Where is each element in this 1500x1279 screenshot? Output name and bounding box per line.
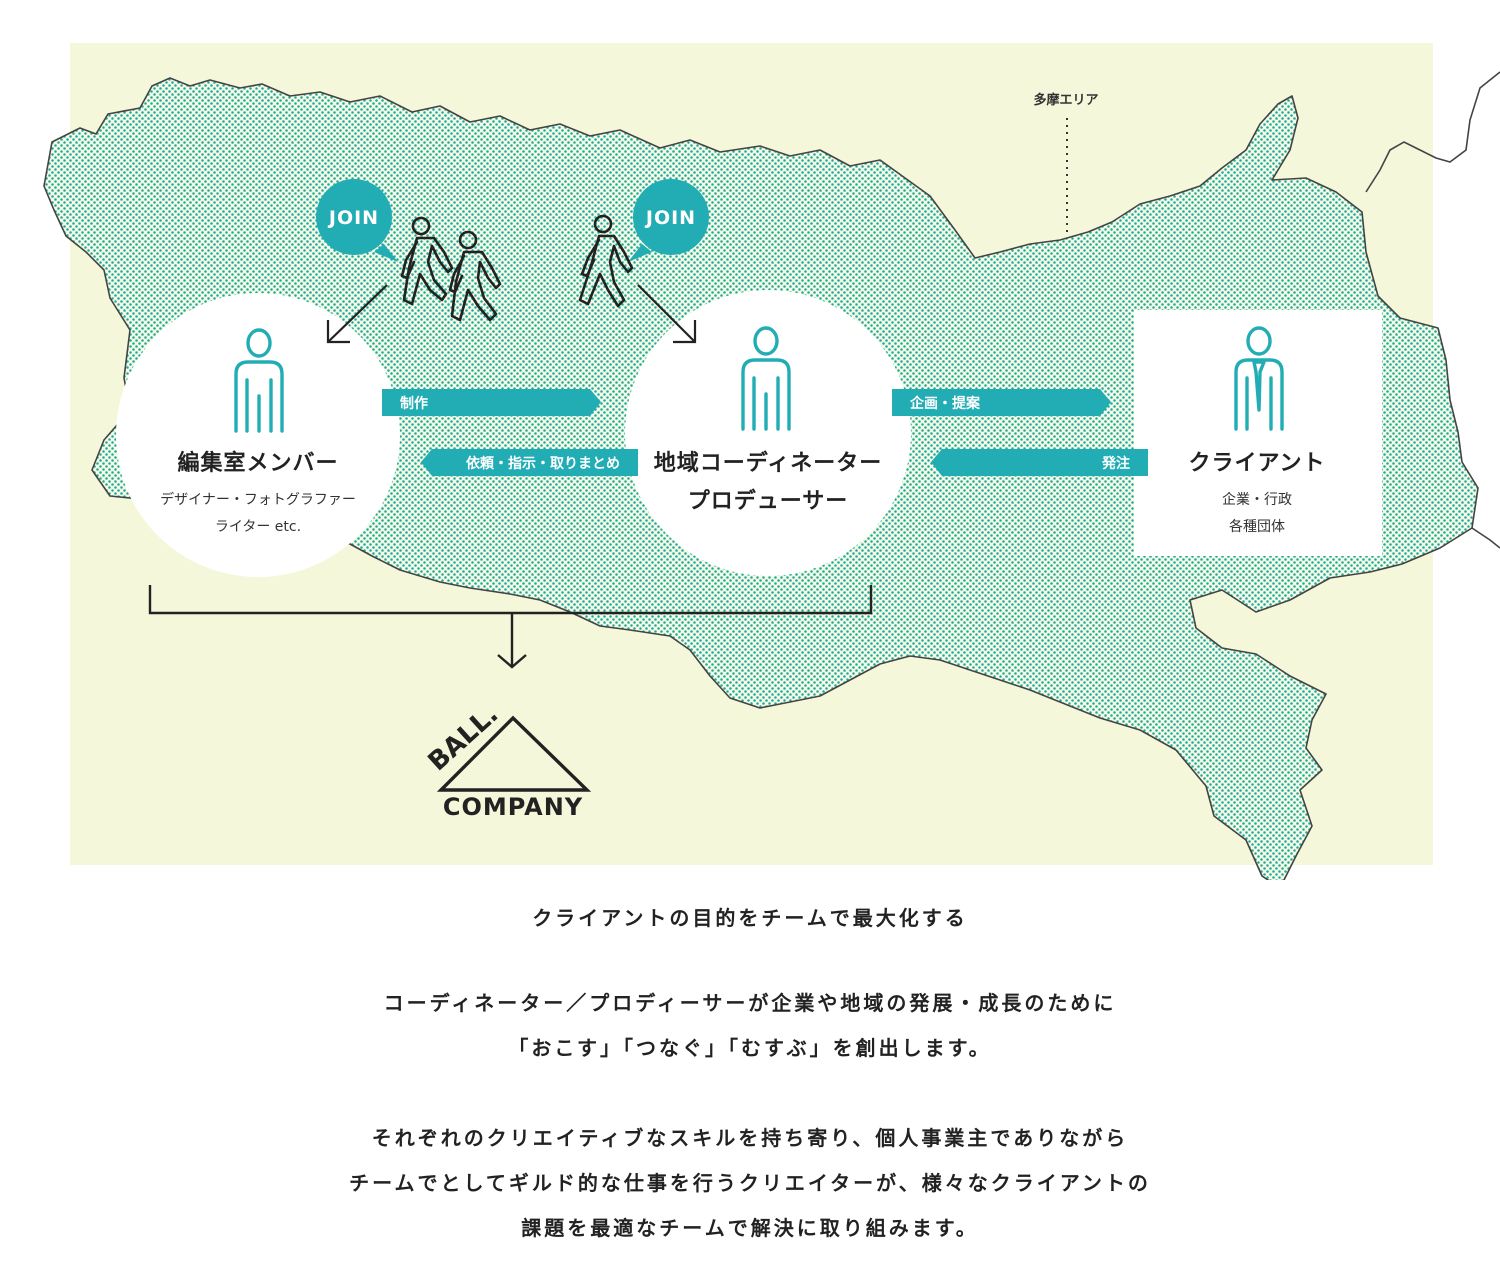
client-title: クライアント: [1188, 451, 1325, 476]
copy-p2-line1: それぞれのクリエイティブなスキルを持ち寄り、個人事業主でありながら: [371, 1126, 1129, 1150]
coordinator-title2: プロデューサー: [688, 488, 849, 514]
join-bubble-right: JOIN: [628, 179, 709, 262]
editors-sub2: ライター etc.: [215, 519, 301, 535]
arrow-planning: [892, 389, 1111, 416]
editor-person-icon: [234, 328, 284, 433]
copy-p2-line3: 課題を最適なチームで解決に取り組みます。: [521, 1216, 979, 1240]
arrow-production-label: 制作: [400, 395, 428, 412]
client-box: [1134, 310, 1382, 556]
area-label: 多摩エリア: [1033, 92, 1098, 108]
logo-bottom-text: COMPANY: [443, 793, 583, 821]
arrow-production: [382, 389, 601, 416]
editors-title: 編集室メンバー: [177, 450, 338, 476]
join-bubble-left: JOIN: [316, 179, 398, 262]
arrow-request-label: 依頼・指示・取りまとめ: [466, 455, 620, 472]
arrow-request: [421, 449, 638, 476]
join-arrow-right: [637, 284, 697, 344]
join-label-right: JOIN: [644, 207, 696, 229]
editors-circle: [116, 293, 400, 577]
client-sub1: 企業・行政: [1222, 491, 1292, 508]
copy-paragraph-2: それぞれのクリエイティブなスキルを持ち寄り、個人事業主でありながら チームでとし…: [0, 1116, 1500, 1251]
coordinator-circle: [625, 290, 911, 576]
arrow-order: [931, 449, 1148, 476]
coordinator-person-icon: [741, 326, 791, 431]
neighbor-border-lower: [1471, 527, 1500, 549]
structure-diagram: 多摩エリア 編集室メンバー デザイナー・フォトグラファー ライター etc. 地…: [43, 43, 1500, 889]
copy-paragraph-1: コーディネーター／プロディーサーが企業や地域の発展・成長のために 「おこす」「つ…: [0, 981, 1500, 1071]
copy-p2-line2: チームでとしてギルド的な仕事を行うクリエイターが、様々なクライアントの: [349, 1171, 1151, 1195]
join-label-left: JOIN: [327, 207, 379, 229]
description-copy: クライアントの目的をチームで最大化する コーディネーター／プロディーサーが企業や…: [0, 896, 1500, 1251]
walking-people-icon: [400, 214, 634, 322]
arrow-planning-label: 企画・提案: [909, 395, 981, 412]
copy-p1-line2: 「おこす」「つなぐ」「むすぶ」を創出します。: [508, 1036, 992, 1060]
copy-p1-line1: コーディネーター／プロディーサーが企業や地域の発展・成長のために: [383, 991, 1117, 1015]
client-person-icon: [1234, 326, 1284, 431]
client-sub2: 各種団体: [1229, 519, 1285, 535]
bracket-connector: [148, 585, 873, 669]
editors-sub1: デザイナー・フォトグラファー: [160, 491, 356, 508]
diagram-stage: 多摩エリア 編集室メンバー デザイナー・フォトグラファー ライター etc. 地…: [43, 43, 1500, 889]
coordinator-title1: 地域コーディネーター: [654, 450, 882, 476]
join-arrow-left: [326, 284, 388, 344]
arrow-order-label: 発注: [1101, 455, 1130, 472]
copy-lead: クライアントの目的をチームで最大化する: [532, 906, 968, 930]
neighbor-border: [1365, 71, 1500, 193]
